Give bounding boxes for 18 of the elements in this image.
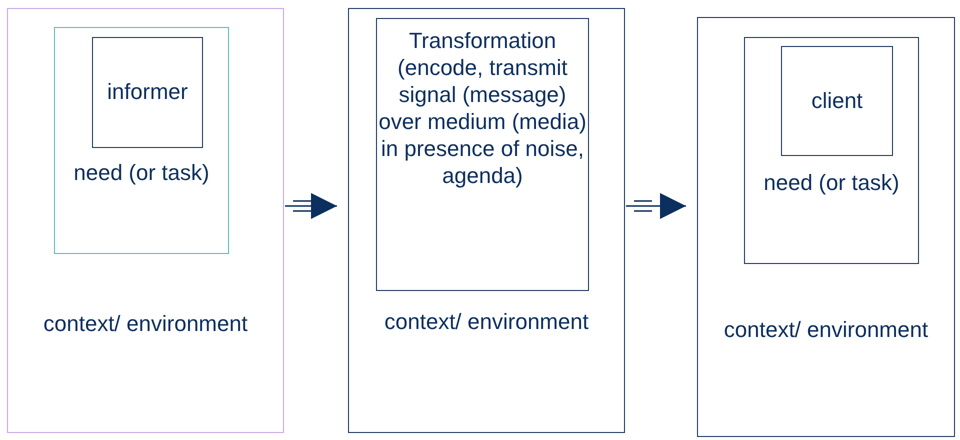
node-label: informer xyxy=(106,78,189,106)
node-label: client xyxy=(810,87,864,115)
context-frame xyxy=(348,8,625,433)
node-label: need (or task) xyxy=(762,169,900,197)
arrow xyxy=(284,193,338,219)
context-frame xyxy=(697,17,955,437)
arrow xyxy=(625,193,687,219)
node-label: context/ environment xyxy=(383,308,590,336)
node-label: need (or task) xyxy=(72,159,210,187)
informer-box xyxy=(92,37,203,148)
client-box xyxy=(781,46,893,156)
node-label: context/ environment xyxy=(722,316,930,344)
transformation-box xyxy=(376,18,589,291)
node-label: context/ environment xyxy=(42,310,249,338)
need-box xyxy=(744,37,919,264)
context-frame xyxy=(7,8,284,433)
node-label: Transformation (encode, transmit signal (message) over medium (media) in presence of noise, agenda) xyxy=(378,27,588,189)
need-box xyxy=(54,27,229,254)
